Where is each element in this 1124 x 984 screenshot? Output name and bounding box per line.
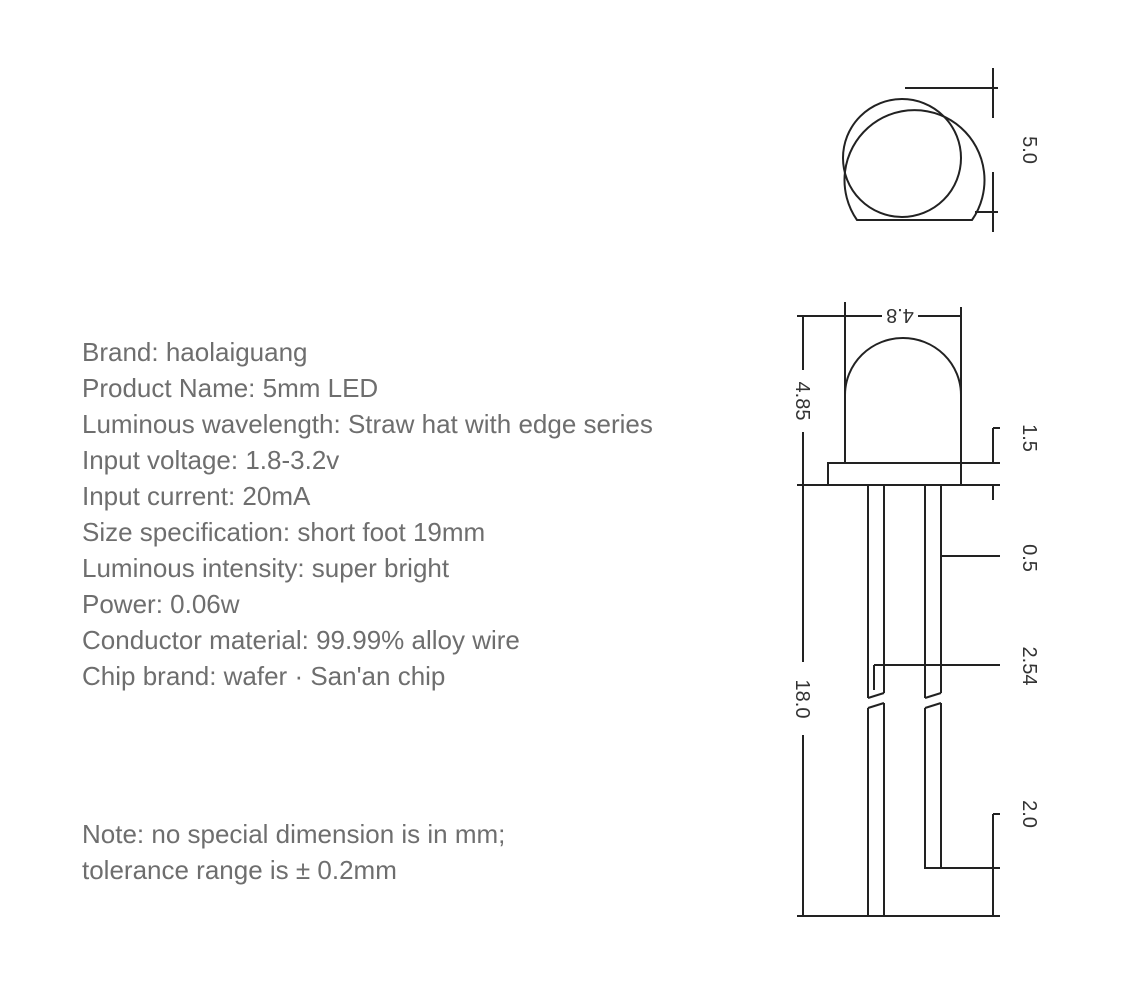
flange <box>827 462 962 486</box>
spec-conductor: Conductor material: 99.99% alloy wire <box>82 625 520 655</box>
break-left-1 <box>867 692 885 699</box>
top-view-inner-circle <box>842 98 962 218</box>
break-right-2 <box>924 702 942 709</box>
dim-lead-offset: 2.0 <box>1018 800 1040 828</box>
top-view <box>842 68 998 232</box>
dim-flange-height: 1.5 <box>1018 424 1040 452</box>
note-line-2: tolerance range is ± 0.2mm <box>82 855 397 885</box>
spec-product-name: Product Name: 5mm LED <box>82 373 379 403</box>
lens-dome <box>844 337 962 463</box>
lead-left-lower <box>867 703 885 917</box>
spec-input-current: Input current: 20mA <box>82 481 311 511</box>
spec-chip-brand: Chip brand: wafer · San'an chip <box>82 661 446 691</box>
dim-total-length: 18.0 <box>791 680 813 719</box>
spec-brand: Brand: haolaiguang <box>82 337 308 367</box>
spec-intensity: Luminous intensity: super bright <box>82 553 450 583</box>
spec-wavelength: Luminous wavelength: Straw hat with edge… <box>82 409 653 439</box>
dimension-note: Note: no special dimension is in mm; tol… <box>82 816 505 888</box>
lead-left-upper <box>867 485 885 698</box>
lead-right-upper <box>924 485 942 698</box>
lead-right-lower <box>924 703 942 869</box>
side-view <box>797 302 1000 917</box>
dim-top-diameter: 5.0 <box>1018 136 1040 164</box>
note-line-1: Note: no special dimension is in mm; <box>82 819 506 849</box>
break-left-2 <box>867 702 885 709</box>
dim-lens-width: 4.8 <box>886 304 914 326</box>
dim-lead-pitch: 2.54 <box>1018 647 1040 686</box>
break-right-1 <box>924 692 942 699</box>
dim-lens-height: 4.85 <box>791 382 813 421</box>
spec-list: Brand: haolaiguang Product Name: 5mm LED… <box>82 334 653 694</box>
dim-lead-width: 0.5 <box>1018 544 1040 572</box>
spec-size: Size specification: short foot 19mm <box>82 517 486 547</box>
spec-power: Power: 0.06w <box>82 589 240 619</box>
spec-input-voltage: Input voltage: 1.8-3.2v <box>82 445 340 475</box>
